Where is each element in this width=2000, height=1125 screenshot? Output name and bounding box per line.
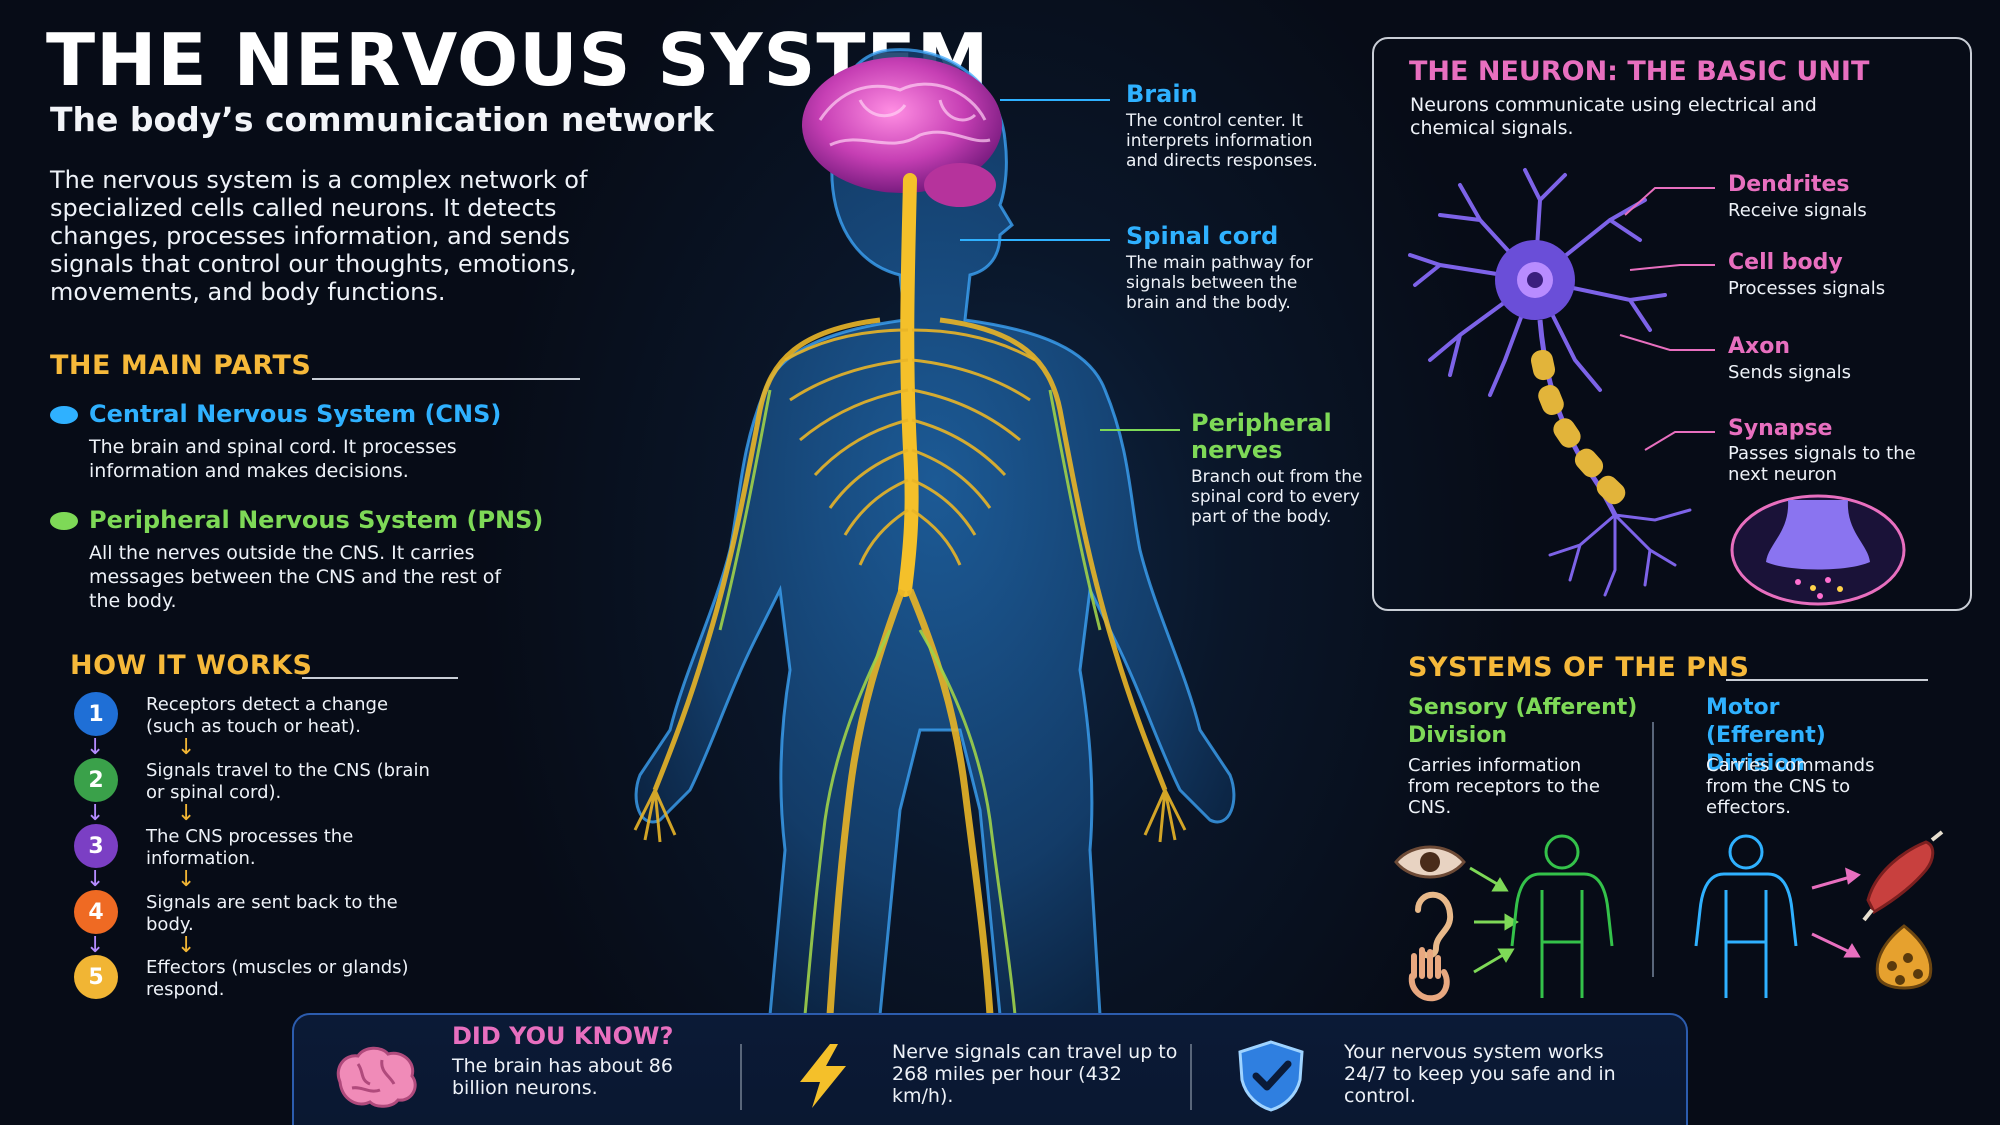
spinal-callout-desc: The main pathway for signals between the… (1126, 253, 1313, 313)
pns-desc: All the nerves outside the CNS. It carri… (89, 542, 502, 612)
ear-icon (1415, 891, 1454, 959)
intro-paragraph: The nervous system is a complex network … (50, 166, 588, 306)
spinal-callout-title: Spinal cord (1126, 222, 1279, 250)
cns-title: Central Nervous System (CNS) (89, 400, 502, 428)
pns-divider (1652, 722, 1654, 977)
pns-title: Peripheral Nervous System (PNS) (89, 506, 544, 534)
step-5-badge: 5 (74, 955, 118, 999)
step-arrow-icon: ↓ (177, 801, 196, 826)
page-subtitle: The body’s communication network (50, 100, 714, 139)
sensory-arrows (1469, 866, 1519, 974)
spinal-cord (898, 173, 919, 597)
nerve-branches (633, 317, 1187, 1016)
step-3-badge: 3 (74, 824, 118, 868)
fact-divider (740, 1044, 742, 1110)
motor-body-icon (1694, 834, 1798, 998)
step-2-badge: 2 (74, 758, 118, 802)
step-3-text: The CNS processes the information. (146, 826, 354, 869)
peripheral-callout-title: Peripheral nerves (1191, 409, 1332, 464)
neuron-heading: THE NEURON: THE BASIC UNIT (1409, 56, 1870, 87)
brain-shape (802, 57, 1002, 207)
step-4-badge: 4 (74, 890, 118, 934)
fact-speed-text: Nerve signals can travel up to 268 miles… (892, 1041, 1178, 1107)
body-illustration (633, 48, 1236, 1017)
fact-neurons-text: The brain has about 86 billion neurons. (452, 1055, 673, 1099)
neuron-leader-lines (1619, 187, 1715, 451)
dendrites-desc: Receive signals (1728, 200, 1867, 221)
axon-desc: Sends signals (1728, 362, 1852, 383)
how-it-works-rule (302, 677, 458, 679)
eye-icon (1394, 845, 1466, 879)
axon-label: Axon (1728, 334, 1790, 359)
synapse-desc: Passes signals to the next neuron (1728, 443, 1916, 485)
muscle-icon (1862, 830, 1944, 922)
pns-dot (50, 512, 78, 530)
cell-body-desc: Processes signals (1728, 278, 1886, 299)
step-4-text: Signals are sent back to the body. (146, 892, 398, 935)
step-arrow-icon: ↓ (86, 933, 105, 958)
shield-check-icon (1238, 1040, 1304, 1112)
sensory-illustration (1394, 834, 1614, 1002)
step-arrow-icon: ↓ (86, 867, 105, 892)
brain-callout-desc: The control center. It interprets inform… (1126, 111, 1318, 171)
neuron-diagram (1408, 168, 1692, 597)
brain-icon (336, 1046, 417, 1108)
step-1-text: Receptors detect a change (such as touch… (146, 694, 389, 737)
step-1-badge: 1 (74, 692, 118, 736)
nucleolus-shape (1527, 272, 1543, 288)
hand-icon (1408, 947, 1450, 1002)
motor-illustration (1694, 830, 1944, 998)
motor-division-desc: Carries commands from the CNS to effecto… (1706, 755, 1875, 818)
main-parts-rule (312, 378, 580, 380)
fact-divider (1190, 1044, 1192, 1110)
step-arrow-icon: ↓ (177, 735, 196, 760)
sensory-division-desc: Carries information from receptors to th… (1408, 755, 1600, 818)
cell-body-label: Cell body (1728, 250, 1843, 275)
step-arrow-icon: ↓ (177, 933, 196, 958)
step-arrow-icon: ↓ (86, 735, 105, 760)
motor-division-title: Motor (Efferent) Division (1706, 695, 1826, 776)
cns-desc: The brain and spinal cord. It processes … (89, 436, 457, 482)
fact-always-on-text: Your nervous system works 24/7 to keep y… (1344, 1041, 1616, 1107)
main-parts-heading: THE MAIN PARTS (50, 350, 312, 381)
lightning-icon (800, 1044, 846, 1108)
step-5-text: Effectors (muscles or glands) respond. (146, 957, 409, 1000)
gland-icon (1875, 924, 1933, 990)
pns-systems-rule (1726, 679, 1928, 681)
axon (1530, 319, 1626, 517)
synapse-closeup (1730, 494, 1906, 606)
did-you-know-heading: DID YOU KNOW? (452, 1022, 674, 1050)
sensory-body-icon (1510, 834, 1614, 998)
axon-terminals (1548, 508, 1692, 597)
step-arrow-icon: ↓ (86, 801, 105, 826)
neuron-panel (1372, 37, 1972, 611)
neuron-subheading: Neurons communicate using electrical and… (1410, 94, 1817, 139)
sensory-division-title: Sensory (Afferent) Division (1408, 695, 1638, 748)
how-it-works-heading: HOW IT WORKS (70, 650, 313, 681)
brain-callout-title: Brain (1126, 80, 1198, 108)
step-2-text: Signals travel to the CNS (brain or spin… (146, 760, 430, 803)
pns-systems-heading: SYSTEMS OF THE PNS (1408, 652, 1750, 683)
dendrites-label: Dendrites (1728, 172, 1850, 197)
synapse-label: Synapse (1728, 416, 1833, 441)
motor-arrows (1811, 867, 1861, 958)
cns-dot (50, 406, 78, 424)
dendrites (1408, 168, 1667, 397)
peripheral-callout-desc: Branch out from the spinal cord to every… (1191, 467, 1363, 527)
step-arrow-icon: ↓ (177, 867, 196, 892)
did-you-know-panel (292, 1013, 1688, 1125)
